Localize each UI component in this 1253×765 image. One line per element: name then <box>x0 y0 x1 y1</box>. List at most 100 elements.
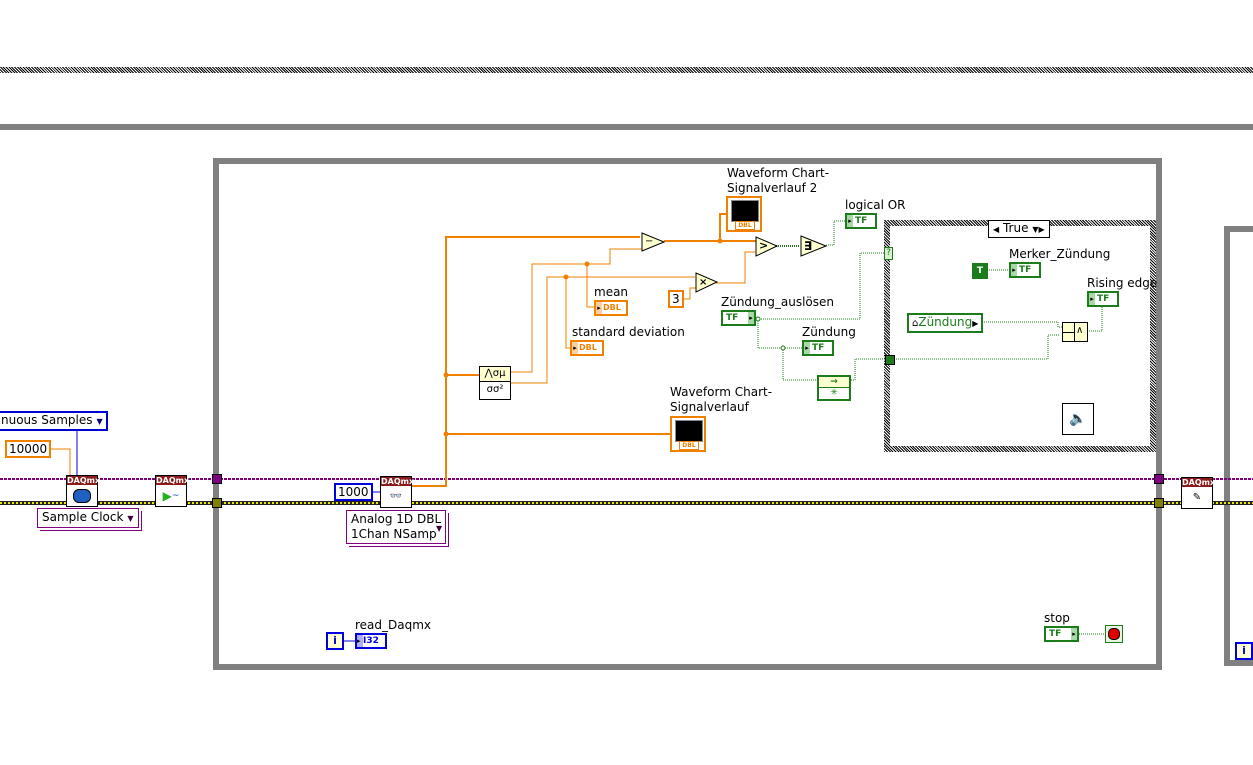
subtract-node <box>641 232 666 252</box>
std-dev-variance-node[interactable]: ⋀σμ σσ² <box>479 366 511 400</box>
read-type-line1: Analog 1D DBL <box>351 512 442 526</box>
threshold-wire <box>716 251 755 284</box>
logical-or-label: logical OR <box>845 198 906 212</box>
dropdown-arrow-icon: ▼ <box>127 514 134 523</box>
zuendung-local-variable[interactable]: ⌂Zündung▶ <box>907 313 984 333</box>
loop-condition-terminal[interactable] <box>1105 625 1123 643</box>
daqmx-clear-task-node[interactable]: DAQmx ✎ <box>1181 477 1216 509</box>
mean-indicator[interactable]: ▸DBL <box>594 300 628 316</box>
logical-or-indicator[interactable]: ▸TF <box>845 213 877 229</box>
case-selector[interactable]: ◀ True ▼▶ <box>988 220 1050 238</box>
subtract-symbol: − <box>645 236 654 247</box>
timing-type-ring[interactable]: Sample Clock▼ <box>37 508 139 528</box>
local-variable-icon: ⌂ <box>912 318 919 329</box>
multiplier-constant[interactable]: 3 <box>668 290 684 308</box>
terminal-arrow-icon: ▸ <box>596 302 602 314</box>
terminal-arrow-icon: ▸ <box>748 312 754 324</box>
stop-sign-icon <box>1108 628 1120 640</box>
wire-junction <box>780 345 786 351</box>
terminal-arrow-icon: ▸ <box>357 635 363 647</box>
error-tunnel-right <box>1154 498 1164 508</box>
feedback-out-wire <box>849 358 886 381</box>
right-loop-border-top <box>1224 226 1253 232</box>
dropdown-arrow-icon[interactable]: ▼ <box>1032 225 1039 234</box>
right-loop-border-bottom <box>1224 660 1253 666</box>
feedback-node[interactable]: → ✳ <box>817 375 851 401</box>
wire-junction <box>584 261 590 267</box>
std-dev-label: standard deviation <box>572 325 685 339</box>
true-constant[interactable]: T <box>972 263 988 279</box>
waveform-chart1-terminal[interactable]: DBL <box>670 416 706 452</box>
wire-junction <box>755 316 761 322</box>
or-array-elements-node <box>800 235 828 257</box>
stop-label: stop <box>1044 611 1070 625</box>
prev-state-wire <box>890 334 1060 360</box>
wire-junction <box>563 274 569 280</box>
daqmx-header: DAQmx <box>67 476 101 485</box>
terminal-arrow-icon: ▸ <box>847 215 853 227</box>
daqmx-read-node[interactable]: DAQmx 👓 <box>380 476 414 508</box>
read-daqmx-indicator[interactable]: ▸I32 <box>355 633 387 649</box>
chart2-wire <box>719 213 728 241</box>
read-daqmx-label: read_Daqmx <box>355 618 432 632</box>
std-wire <box>510 276 695 384</box>
zuendung-wire <box>757 319 803 349</box>
and-compound-node[interactable]: ∧ <box>1062 322 1088 342</box>
mean-label: mean <box>594 285 629 299</box>
task-tunnel-left <box>212 474 222 484</box>
eraser-icon: ✎ <box>1192 492 1202 503</box>
case-output-tunnel <box>885 355 895 365</box>
while-loop-border-right <box>1156 158 1162 670</box>
rising-edge-label: Rising edge <box>1087 276 1158 290</box>
feedback-wire <box>782 348 818 381</box>
rising-edge-indicator[interactable]: ▸TF <box>1087 291 1119 307</box>
terminal-arrow-icon: ▸ <box>1089 293 1095 305</box>
read-type-line2: 1Chan NSamp <box>351 527 437 541</box>
merker-zuendung-indicator[interactable]: ▸TF <box>1009 262 1041 278</box>
greater-symbol: > <box>759 239 769 252</box>
glasses-icon: 👓 <box>389 491 403 502</box>
waveform-chart2-terminal[interactable]: DBL <box>726 196 762 232</box>
next-case-arrow-icon[interactable]: ▶ <box>1038 225 1045 234</box>
case-selector-terminal: ? <box>884 247 893 260</box>
local-variable-name: Zündung <box>918 315 973 329</box>
task-tunnel-right <box>1154 474 1164 484</box>
terminal-arrow-icon: ▸ <box>804 342 810 354</box>
samples-per-read-constant[interactable]: 1000 <box>334 483 373 501</box>
error-tunnel-left <box>212 498 222 508</box>
sample-mode-value: nuous Samples <box>1 413 93 427</box>
multiplier-wire <box>682 287 697 300</box>
daqmx-start-task-node[interactable]: DAQmx ▶~ <box>155 475 189 507</box>
right-iteration-terminal: i <box>1235 642 1253 660</box>
and-node-hline <box>1063 332 1074 333</box>
terminal-arrow-icon: ▶ <box>972 319 979 328</box>
sample-mode-enum[interactable]: nuous Samples▼ <box>0 411 108 431</box>
prev-case-arrow-icon[interactable]: ◀ <box>993 225 1000 234</box>
multiply-symbol: × <box>699 277 708 288</box>
merker-zuendung-label: Merker_Zündung <box>1009 247 1111 261</box>
multiply-node <box>695 272 719 293</box>
dropdown-arrow-icon: ▼ <box>435 524 443 533</box>
local-var-wire <box>980 321 1062 328</box>
outer-structure-frame-top <box>0 67 1253 73</box>
logical-or-wire <box>826 220 845 246</box>
mean-indicator-wire <box>586 264 595 308</box>
clock-icon <box>67 485 97 506</box>
read-polymorphic-selector[interactable]: Analog 1D DBL 1Chan NSamp ▼ <box>346 510 447 544</box>
stop-control[interactable]: TF▸ <box>1044 626 1079 642</box>
feedback-arrow-icon: → <box>819 377 849 388</box>
play-sound-node[interactable]: 🔈 <box>1062 403 1094 435</box>
zuendung-ausloesen-control[interactable]: TF▸ <box>721 310 756 326</box>
std-dev-indicator[interactable]: ▸DBL <box>570 340 604 356</box>
samples-constant[interactable]: 10000 <box>5 440 52 458</box>
daqmx-timing-node[interactable]: DAQmx <box>66 475 101 507</box>
daqmx-header: DAQmx <box>1182 478 1216 487</box>
wire-junction <box>717 238 723 244</box>
chart1-label-line1: Waveform Chart- <box>670 385 773 399</box>
zuendung-ausloesen-label: Zündung_auslösen <box>721 295 835 309</box>
terminal-arrow-icon: ▸ <box>572 342 578 354</box>
while-loop-border-bottom <box>213 664 1162 670</box>
zuendung-indicator[interactable]: ▸TF <box>802 340 834 356</box>
stats-node-bottom: σσ² <box>486 384 504 395</box>
